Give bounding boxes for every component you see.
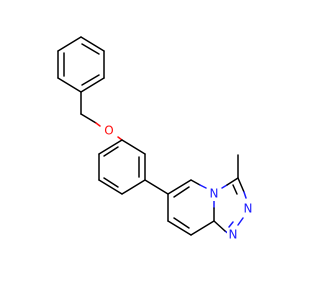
- bond: [57, 36, 82, 52]
- bond-double-inner: [173, 217, 190, 229]
- bond: [228, 221, 234, 228]
- bond: [237, 217, 244, 226]
- bond: [98, 139, 123, 155]
- bond: [121, 139, 146, 155]
- bond-double-inner: [81, 74, 100, 86]
- bridgehead-nitrogen-label: N: [210, 187, 219, 201]
- bonds: [57, 36, 247, 236]
- bond-double-inner: [232, 184, 238, 195]
- bond: [117, 136, 123, 141]
- bond: [190, 179, 201, 186]
- label-background: [227, 228, 239, 242]
- bond-double-inner: [81, 43, 100, 55]
- bond: [237, 177, 245, 193]
- oxygen-atom-label: O: [104, 124, 113, 138]
- label-background: [103, 124, 115, 138]
- bond-double-inner: [103, 177, 119, 188]
- molecule-diagram: O N N N: [57, 36, 254, 242]
- bond: [80, 36, 105, 52]
- bond: [80, 77, 105, 93]
- label-background: [208, 187, 220, 201]
- bond: [167, 179, 192, 195]
- bond: [57, 77, 82, 93]
- bond: [167, 220, 192, 236]
- bond: [226, 177, 239, 186]
- triazole-nitrogen-lower-label: N: [229, 228, 238, 242]
- label-background: [242, 202, 254, 216]
- bond-double-inner: [103, 146, 119, 157]
- atom-labels: O N N N: [103, 124, 254, 242]
- bond: [95, 122, 101, 127]
- bond: [190, 220, 215, 236]
- triazole-nitrogen-upper-label: N: [244, 202, 253, 216]
- bond: [213, 220, 226, 232]
- bond: [80, 113, 97, 124]
- bond: [121, 179, 146, 195]
- bond: [243, 191, 247, 199]
- bond: [98, 179, 123, 195]
- bond: [144, 179, 169, 195]
- bond: [199, 184, 207, 189]
- bond: [221, 184, 228, 189]
- bond-double-inner: [173, 186, 190, 198]
